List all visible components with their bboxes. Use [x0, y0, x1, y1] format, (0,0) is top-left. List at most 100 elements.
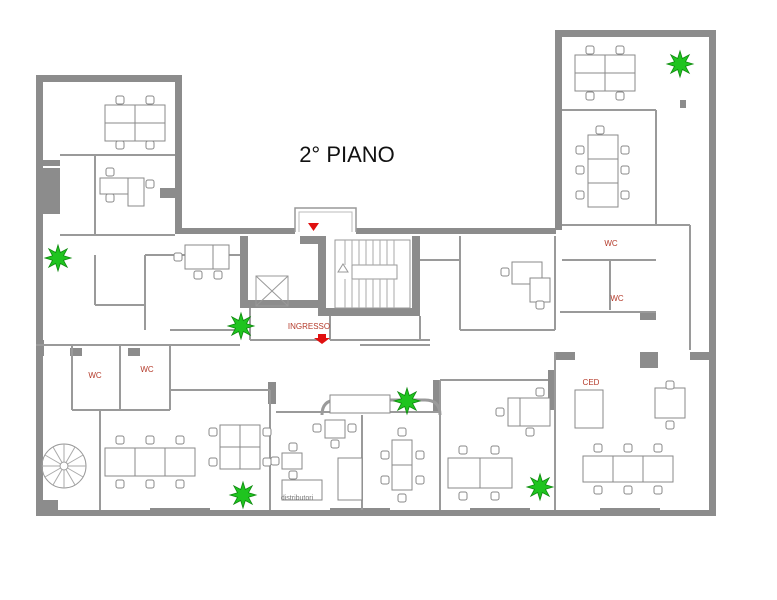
desk — [239, 424, 261, 448]
chair — [380, 450, 390, 460]
wall — [433, 380, 441, 412]
desk — [391, 464, 413, 491]
chair — [415, 450, 425, 460]
entrance-balcony — [294, 207, 357, 232]
elevator — [255, 275, 289, 307]
desk — [219, 424, 241, 448]
wall — [128, 348, 140, 356]
desk — [604, 54, 636, 74]
wall — [175, 228, 295, 234]
wall — [36, 160, 60, 166]
server-room-label: CED — [583, 378, 600, 387]
desk — [529, 277, 551, 303]
chair — [593, 443, 603, 453]
spiral-step — [65, 469, 76, 486]
entrance-marker-icon — [308, 223, 319, 231]
wall — [36, 75, 43, 516]
desk — [184, 244, 214, 270]
chair — [575, 190, 585, 200]
desk — [127, 177, 145, 207]
wall — [709, 30, 716, 516]
wall — [555, 352, 575, 360]
wall — [240, 236, 248, 308]
desk — [642, 455, 674, 483]
desk — [212, 244, 230, 270]
desk — [391, 439, 413, 466]
wall — [300, 236, 320, 244]
chair — [623, 485, 633, 495]
spiral-staircase — [41, 443, 87, 489]
plant-icon — [228, 480, 258, 510]
wall — [70, 348, 82, 356]
chair — [585, 91, 595, 101]
spiral-step — [52, 446, 63, 463]
chair — [397, 427, 407, 437]
chair — [115, 95, 125, 105]
chair — [105, 193, 115, 203]
desk — [104, 104, 136, 124]
partitions — [36, 109, 691, 510]
spiral-step — [44, 454, 61, 465]
chair — [145, 179, 155, 189]
chair — [415, 475, 425, 485]
chair — [665, 420, 675, 430]
chair — [525, 427, 535, 437]
chair — [665, 380, 675, 390]
spiral-step — [65, 446, 76, 463]
chair — [145, 479, 155, 489]
chair — [653, 443, 663, 453]
wall — [36, 510, 716, 516]
desk — [574, 72, 606, 92]
spiral-step — [52, 469, 63, 486]
chair — [458, 491, 468, 501]
chair — [105, 167, 115, 177]
chair — [653, 485, 663, 495]
chair — [208, 427, 218, 437]
wall — [412, 236, 420, 316]
wall — [150, 508, 210, 512]
plant-icon — [525, 472, 555, 502]
chair — [288, 442, 298, 452]
desk — [574, 389, 604, 429]
wall — [160, 188, 180, 198]
desk — [574, 54, 606, 74]
chair — [535, 300, 545, 310]
desk — [324, 419, 346, 439]
chair — [575, 165, 585, 175]
desk — [104, 447, 136, 477]
desk — [519, 397, 551, 427]
wall — [470, 508, 530, 512]
wall — [36, 75, 181, 82]
chair — [270, 456, 280, 466]
wall — [680, 100, 686, 108]
plant-icon — [392, 386, 422, 416]
chair — [535, 387, 545, 397]
wall — [356, 228, 556, 234]
chair — [615, 91, 625, 101]
wall — [555, 30, 715, 37]
floor-title: 2° PIANO — [299, 142, 395, 167]
wall — [175, 75, 182, 230]
entrance-arrow-icon — [314, 334, 330, 344]
chair — [145, 95, 155, 105]
wall — [240, 300, 324, 308]
chair — [262, 427, 272, 437]
wall — [330, 508, 390, 512]
vending-label: distributori — [281, 495, 314, 502]
chair — [288, 470, 298, 480]
desk — [134, 447, 166, 477]
chair — [620, 145, 630, 155]
desk — [587, 158, 619, 184]
wc-label: WC — [610, 294, 624, 303]
chair — [175, 435, 185, 445]
chair — [115, 435, 125, 445]
chair — [193, 270, 203, 280]
staircase — [334, 239, 411, 309]
chair — [145, 140, 155, 150]
wall — [600, 508, 660, 512]
desk — [587, 134, 619, 160]
desk — [479, 457, 513, 489]
chair — [595, 125, 605, 135]
